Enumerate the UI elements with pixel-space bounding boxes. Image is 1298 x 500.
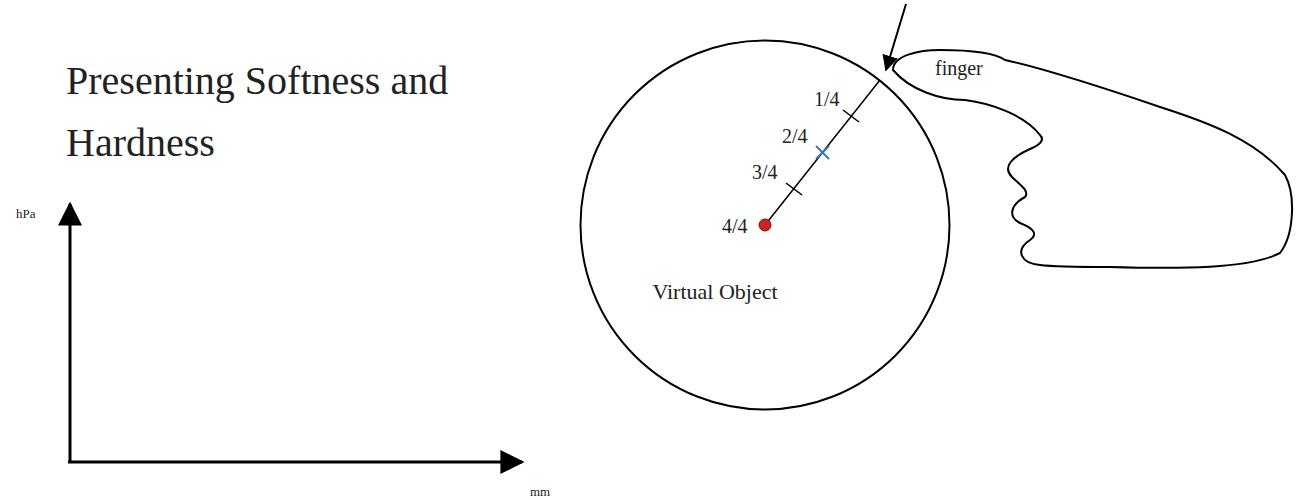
- tick-mark: [843, 110, 859, 122]
- finger-shape-outline: [880, 45, 1295, 277]
- depth-line: [765, 80, 880, 225]
- x-axis: [68, 461, 522, 464]
- finger-shape: finger: [880, 45, 1295, 277]
- center-dot: [759, 219, 771, 231]
- y-axis: [69, 204, 72, 463]
- title: Presenting Softness and Hardness: [66, 50, 546, 174]
- depth-fraction: 4/4: [722, 214, 748, 238]
- virtual-object-circle-outline: [579, 39, 951, 411]
- axis-unit: mm: [530, 484, 550, 500]
- axis-unit: hPa: [16, 206, 36, 222]
- virtual-object-circle: Virtual Object: [579, 39, 951, 411]
- tick-mark: [786, 183, 802, 195]
- depth-fraction: 1/4: [814, 87, 840, 111]
- finger-label: finger: [935, 56, 983, 80]
- depth-fraction: 3/4: [752, 160, 778, 184]
- object-label: Virtual Object: [652, 279, 777, 305]
- depth-fraction: 2/4: [782, 124, 808, 148]
- contact-arrow: [886, 4, 906, 70]
- blue-cross: [816, 146, 829, 159]
